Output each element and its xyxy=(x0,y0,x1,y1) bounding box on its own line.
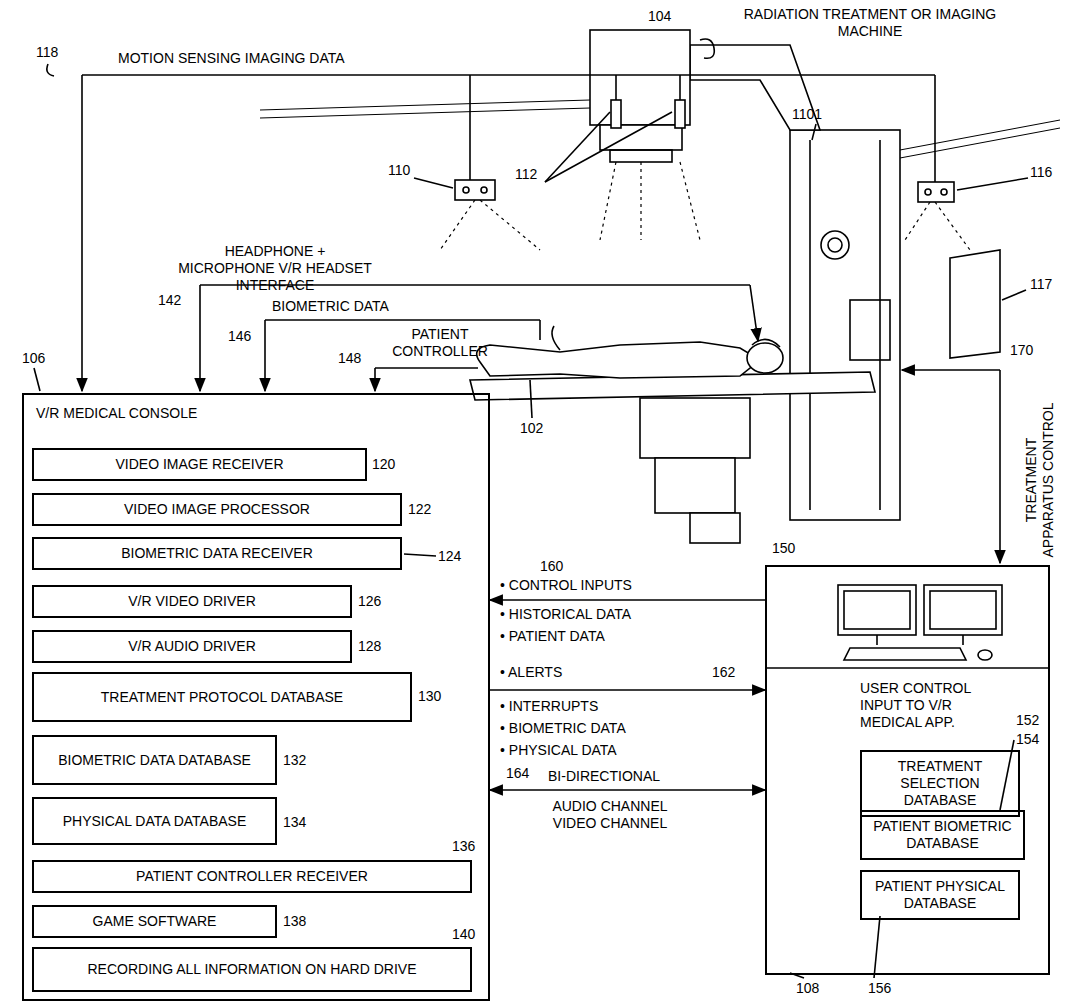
module-box: BIOMETRIC DATA DATABASE xyxy=(32,735,277,785)
box-label: GAME SOFTWARE xyxy=(93,913,217,930)
callout-number: 102 xyxy=(520,420,543,437)
box-label: PHYSICAL DATA DATABASE xyxy=(63,813,247,830)
module-box: TREATMENT PROTOCOL DATABASE xyxy=(32,672,412,722)
callout-number: 160 xyxy=(540,558,563,575)
box-label: BIOMETRIC DATA RECEIVER xyxy=(121,545,313,562)
module-box: TREATMENT SELECTION DATABASE xyxy=(860,750,1020,817)
box-label: TREATMENT SELECTION DATABASE xyxy=(870,758,1010,809)
data-connector xyxy=(490,789,765,791)
module-box: RECORDING ALL INFORMATION ON HARD DRIVE xyxy=(32,947,472,992)
callout-number: 156 xyxy=(868,980,891,997)
callout-number: 170 xyxy=(1010,342,1033,359)
callout-number: 164 xyxy=(506,765,529,782)
callout-number: 148 xyxy=(338,350,361,367)
module-box: PATIENT BIOMETRIC DATABASE xyxy=(860,810,1025,860)
callout-number: 112 xyxy=(515,166,537,183)
callout-number: 122 xyxy=(408,501,431,518)
callout-number: 124 xyxy=(438,548,461,565)
annotation-text: PATIENT CONTROLLER xyxy=(385,326,495,360)
callout-number: 132 xyxy=(283,752,306,769)
callout-number: 138 xyxy=(283,913,306,930)
callout-number: 142 xyxy=(158,292,181,309)
callout-number: 130 xyxy=(418,688,441,705)
annotation-text: BI-DIRECTIONAL xyxy=(548,768,660,785)
callout-number: 108 xyxy=(796,980,819,997)
box-label: TREATMENT PROTOCOL DATABASE xyxy=(101,689,343,706)
callout-number: 118 xyxy=(36,44,58,61)
annotation-text: RADIATION TREATMENT OR IMAGING MACHINE xyxy=(720,6,1020,40)
box-heading: USER CONTROL INPUT TO V/R MEDICAL APP. xyxy=(860,680,1010,731)
annotation-text: • INTERRUPTS xyxy=(500,698,598,715)
callout-number: 104 xyxy=(648,8,671,25)
callout-number: 110 xyxy=(388,162,410,179)
annotation-text: AUDIO CHANNEL VIDEO CHANNEL xyxy=(545,798,675,832)
annotation-text: BIOMETRIC DATA xyxy=(272,298,389,315)
box-label: RECORDING ALL INFORMATION ON HARD DRIVE xyxy=(87,961,416,978)
callout-number: 117 xyxy=(1030,276,1052,293)
box-label: PATIENT CONTROLLER RECEIVER xyxy=(136,868,368,885)
data-connector xyxy=(490,599,765,601)
callout-number: 134 xyxy=(283,814,306,831)
module-box: V/R AUDIO DRIVER xyxy=(32,630,352,663)
module-box: GAME SOFTWARE xyxy=(32,905,277,938)
box-label: BIOMETRIC DATA DATABASE xyxy=(58,752,251,769)
callout-number: 136 xyxy=(452,838,475,855)
callout-number: 154 xyxy=(1016,731,1039,748)
callout-number: 150 xyxy=(772,540,795,557)
callout-number: 116 xyxy=(1030,164,1052,181)
callout-number: 120 xyxy=(372,456,395,473)
callout-number: 146 xyxy=(228,328,251,345)
callout-number: 126 xyxy=(358,593,381,610)
box-label: VIDEO IMAGE RECEIVER xyxy=(115,456,283,473)
callout-number: 128 xyxy=(358,638,381,655)
box-label: PATIENT PHYSICAL DATABASE xyxy=(870,878,1010,912)
module-box: VIDEO IMAGE PROCESSOR xyxy=(32,493,402,526)
box-label: VIDEO IMAGE PROCESSOR xyxy=(124,501,310,518)
annotation-text: • PHYSICAL DATA xyxy=(500,742,617,759)
callout-number: 1101 xyxy=(792,106,822,123)
callout-number: 152 xyxy=(1016,712,1039,729)
annotation-text: TREATMENT APPARATUS CONTROL xyxy=(1023,400,1057,560)
box-label: V/R AUDIO DRIVER xyxy=(128,638,256,655)
box-label: PATIENT BIOMETRIC DATABASE xyxy=(870,818,1015,852)
annotation-text: • BIOMETRIC DATA xyxy=(500,720,626,737)
callout-number: 140 xyxy=(452,926,475,943)
annotation-text: • ALERTS xyxy=(500,664,562,681)
annotation-text: • PATIENT DATA xyxy=(500,628,605,645)
module-box: PATIENT CONTROLLER RECEIVER xyxy=(32,860,472,893)
system-box: USER CONTROL INPUT TO V/R MEDICAL APP. TR… xyxy=(765,565,1050,975)
module-box: V/R VIDEO DRIVER xyxy=(32,585,352,618)
box-heading: V/R MEDICAL CONSOLE xyxy=(36,405,197,422)
annotation-text: MOTION SENSING IMAGING DATA xyxy=(118,50,345,67)
callout-number: 162 xyxy=(712,664,735,681)
callout-number: 106 xyxy=(22,350,45,367)
annotation-text: • HISTORICAL DATA xyxy=(500,606,631,623)
box-label: V/R VIDEO DRIVER xyxy=(128,593,256,610)
module-box: PHYSICAL DATA DATABASE xyxy=(32,797,277,845)
data-connector xyxy=(490,689,765,691)
module-box: BIOMETRIC DATA RECEIVER xyxy=(32,537,402,570)
module-box: VIDEO IMAGE RECEIVER xyxy=(32,448,367,481)
annotation-text: HEADPHONE + MICROPHONE V/R HEADSET INTER… xyxy=(175,243,375,294)
module-box: PATIENT PHYSICAL DATABASE xyxy=(860,870,1020,920)
annotation-text: • CONTROL INPUTS xyxy=(500,577,632,594)
